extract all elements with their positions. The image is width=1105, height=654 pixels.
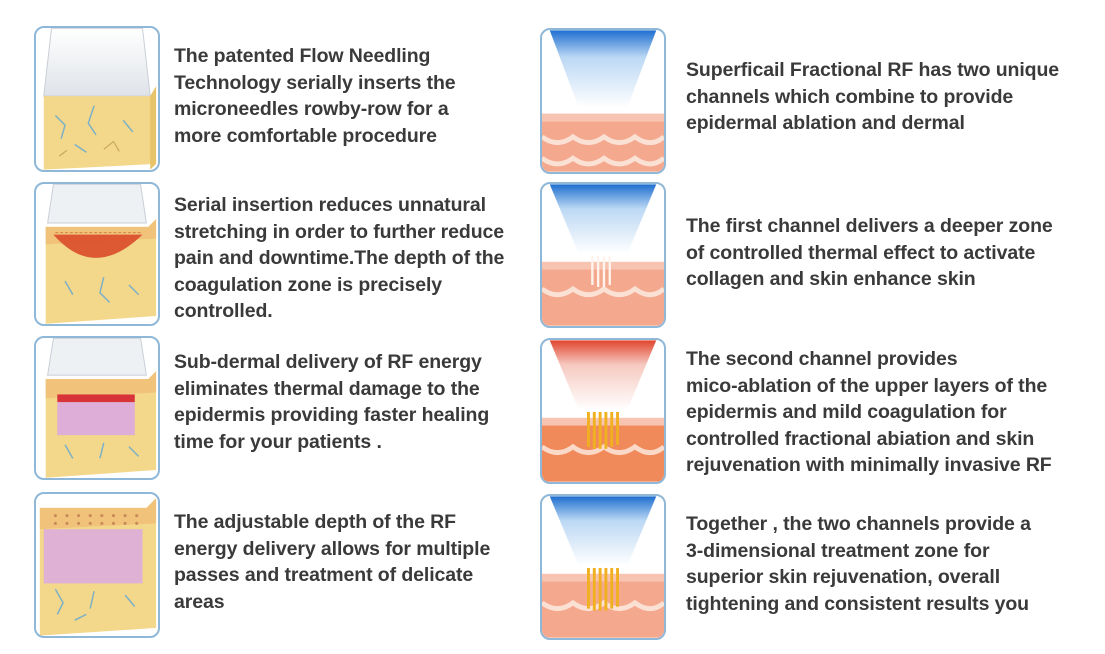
text-line: 3-dimensional treatment zone for <box>686 539 990 562</box>
text-line: The first channel delivers a deeper zone <box>686 215 1053 237</box>
text-line: tightening and consistent results you <box>686 592 1029 615</box>
text-line: Serial insertion reduces unnatural <box>174 194 486 216</box>
text-line: controlled. <box>174 300 273 322</box>
text-line: mico-ablation of the upper layers of the <box>686 374 1048 397</box>
skin-block-applicator-icon <box>34 26 160 172</box>
text-line: controlled fractional abiation and skin <box>686 427 1035 450</box>
text-line: epidermis and mild coagulation for <box>686 401 1007 423</box>
text-line: epidermis providing faster healing <box>174 404 490 426</box>
text-line: collagen and skin enhance skin <box>686 268 976 290</box>
text-line: Sub-dermal delivery of RF energy <box>174 351 482 373</box>
text-line: stretching in order to further reduce <box>174 220 505 243</box>
text-line: The second channel provides <box>686 348 958 370</box>
rf-tip-ablation-icon <box>540 338 666 484</box>
text-line: superior skin rejuvenation, overall <box>686 566 1001 588</box>
text-line: coagulation zone is precisely <box>174 273 443 296</box>
text-line: of controlled thermal effect to activate <box>686 241 1036 264</box>
text-line: Superficail Fractional RF has two unique <box>686 59 1060 81</box>
text-line: time for your patients . <box>174 430 382 453</box>
text-line: passes and treatment of delicate <box>174 564 474 586</box>
text-line: Together , the two channels provide a <box>686 513 1031 535</box>
text-line: The adjustable depth of the RF <box>174 511 456 533</box>
skin-block-depth-icon <box>34 492 160 638</box>
text-line: rejuvenation with minimally invasive RF <box>686 454 1052 476</box>
text-line: epidermal ablation and dermal <box>686 112 965 134</box>
text-line: microneedles rowby-row for a <box>174 98 449 120</box>
skin-block-coagulation-icon <box>34 182 160 326</box>
text-line: energy delivery allows for multiple <box>174 537 491 560</box>
skin-block-subdermal-icon <box>34 336 160 480</box>
rf-tip-deep-channel-icon <box>540 182 666 328</box>
text-line: pain and downtime.The depth of the <box>174 247 505 269</box>
text-line: more comfortable procedure <box>174 124 437 147</box>
text-line: channels which combine to provide <box>686 85 1014 108</box>
rf-tip-combined-icon <box>540 494 666 640</box>
text-line: Technology serially inserts the <box>174 71 456 94</box>
text-line: The patented Flow Needling <box>174 45 431 67</box>
text-line: eliminates thermal damage to the <box>174 377 480 400</box>
rf-tip-superficial-icon <box>540 28 666 174</box>
text-line: areas <box>174 590 225 613</box>
